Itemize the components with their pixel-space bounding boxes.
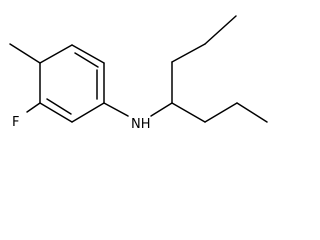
ring-to-nh-bond (103, 102, 129, 117)
lower-chain-bond-1 (171, 102, 206, 123)
amine-label: NH (131, 117, 151, 132)
molecule-structure: F NH (9, 15, 268, 132)
fluorine-bond (26, 102, 41, 113)
ring-bond-bottom-left (39, 102, 73, 123)
lower-chain-bond-2 (204, 102, 238, 123)
ring-bond-bottom-right (71, 102, 105, 123)
ring-bond-top-right (71, 44, 105, 64)
ring-bond-top-left (39, 44, 73, 64)
methyl-group (9, 43, 41, 64)
ring-double-bond-top (74, 52, 99, 68)
benzene-ring (39, 44, 105, 123)
structure-canvas: F NH (9, 15, 268, 132)
lower-chain-bond-3 (236, 102, 268, 123)
fluorine-label: F (12, 115, 19, 130)
amine-bonds (103, 102, 173, 117)
upper-propyl-chain (171, 15, 237, 104)
fluorine-bond-group (26, 102, 41, 113)
nh-to-methine-bond (150, 102, 173, 117)
upper-chain-bond-2 (171, 43, 206, 63)
upper-chain-bond-3 (204, 15, 237, 45)
ring-double-bond-bottom-left (46, 98, 72, 115)
lower-propyl-chain (171, 102, 268, 123)
methyl-bond (9, 43, 41, 64)
